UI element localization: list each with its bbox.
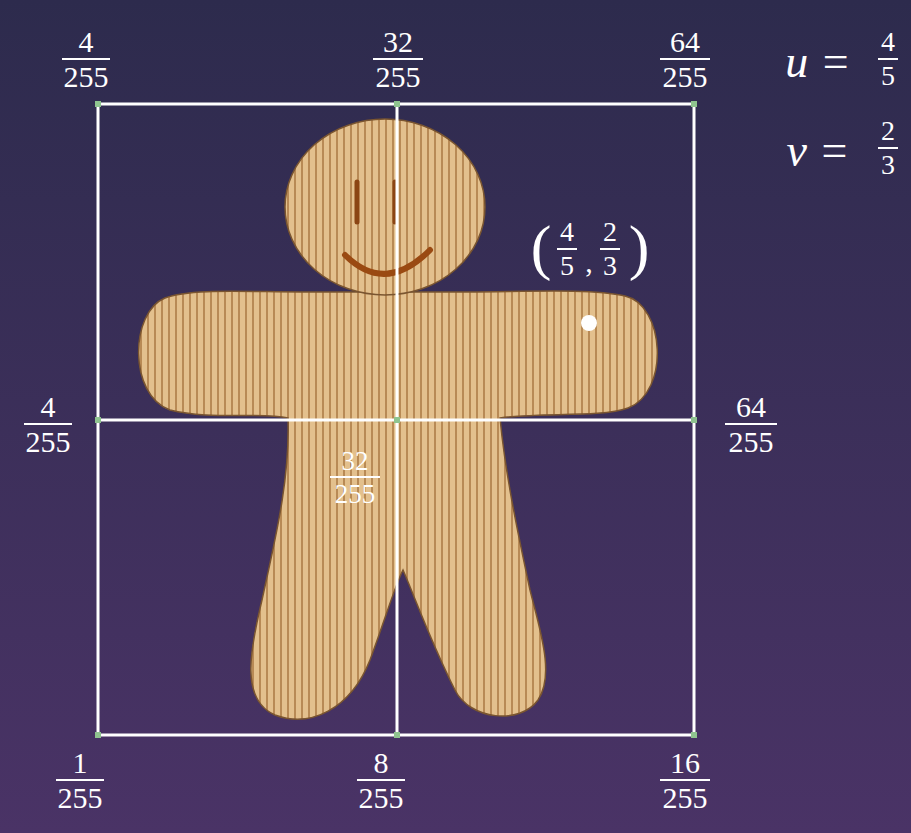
numerator: 64 xyxy=(670,27,700,57)
numerator: 8 xyxy=(374,748,389,778)
numerator: 2 xyxy=(881,117,895,145)
grid-point xyxy=(394,417,400,423)
denominator: 255 xyxy=(335,481,376,508)
fraction-bar xyxy=(725,423,777,425)
denominator: 255 xyxy=(58,783,103,813)
fraction-bar xyxy=(56,779,104,781)
fraction-bar xyxy=(600,248,620,250)
cookie-eye xyxy=(355,182,360,222)
cookie-head xyxy=(285,119,485,295)
grid-point xyxy=(95,732,101,738)
denominator: 255 xyxy=(359,783,404,813)
numerator: 32 xyxy=(342,448,369,475)
grid-point xyxy=(95,101,101,107)
coordinate-name: u = xyxy=(785,39,851,85)
coordinate-name: v = xyxy=(787,128,850,174)
denominator: 255 xyxy=(26,427,71,457)
fraction-bars xyxy=(24,59,898,780)
cookie-smile xyxy=(345,250,430,274)
fraction-bar xyxy=(330,476,380,478)
fraction-bar xyxy=(373,58,423,60)
numerator: 64 xyxy=(736,392,766,422)
parenthesis: ( xyxy=(531,216,552,278)
fraction-bar xyxy=(357,779,405,781)
grid-point xyxy=(691,732,697,738)
numerator: 2 xyxy=(603,218,617,246)
denominator: 255 xyxy=(729,427,774,457)
denominator: 5 xyxy=(881,62,895,90)
denominator: 255 xyxy=(663,62,708,92)
fraction-bar xyxy=(660,779,710,781)
grid-points xyxy=(95,101,697,738)
grid-point xyxy=(691,417,697,423)
numerator: 4 xyxy=(881,28,895,56)
fraction-bar xyxy=(24,423,72,425)
grid-border xyxy=(98,104,694,735)
fraction-bar xyxy=(878,147,898,149)
separator: , xyxy=(585,247,593,277)
denominator: 3 xyxy=(881,151,895,179)
parenthesis: ) xyxy=(629,216,650,278)
numerator: 1 xyxy=(73,748,88,778)
numerator: 16 xyxy=(670,748,700,778)
numerator: 4 xyxy=(560,218,574,246)
sample-point xyxy=(581,315,597,331)
fraction-bar xyxy=(660,58,710,60)
fraction-bar xyxy=(62,58,110,60)
denominator: 3 xyxy=(603,252,617,280)
numerator: 32 xyxy=(383,27,413,57)
grid-point xyxy=(394,101,400,107)
numerator: 4 xyxy=(79,27,94,57)
denominator: 255 xyxy=(376,62,421,92)
grid-point xyxy=(394,732,400,738)
grid-point xyxy=(95,417,101,423)
grid-point xyxy=(691,101,697,107)
denominator: 255 xyxy=(64,62,109,92)
numerator: 4 xyxy=(41,392,56,422)
texel-grid xyxy=(98,104,694,735)
denominator: 255 xyxy=(663,783,708,813)
fraction-bar xyxy=(878,58,898,60)
denominator: 5 xyxy=(560,252,574,280)
fraction-bar xyxy=(557,248,577,250)
